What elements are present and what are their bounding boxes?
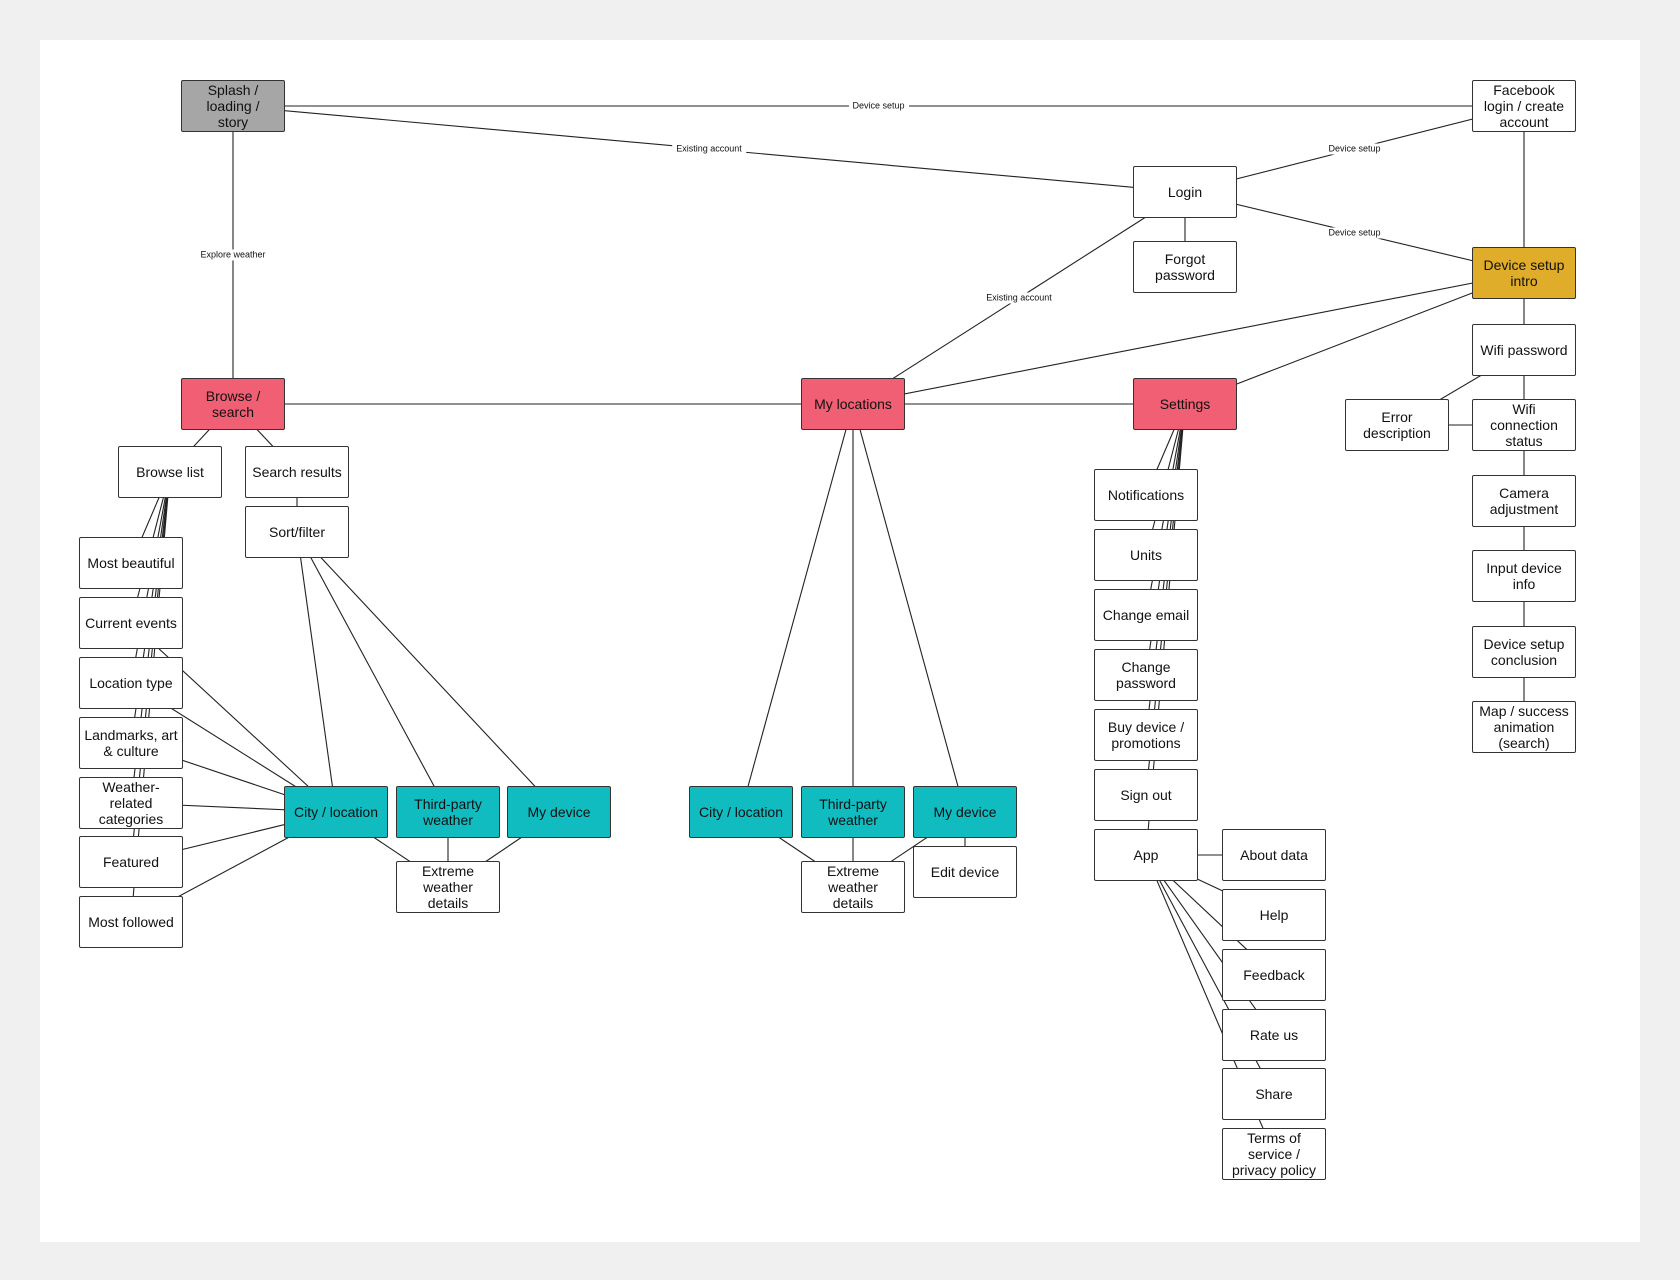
edge-sort-filter-to-mydevice-a [296,531,560,813]
node-third-b[interactable]: Third-party weather [801,786,905,838]
node-edit-device[interactable]: Edit device [913,846,1017,898]
node-city-b[interactable]: City / location [689,786,793,838]
node-settings[interactable]: Settings [1133,378,1237,430]
node-most-followed[interactable]: Most followed [79,896,183,948]
edge-sort-filter-to-city-a [296,531,337,813]
node-my-locations[interactable]: My locations [801,378,905,430]
edge-sort-filter-to-third-a [296,531,449,813]
node-forgot[interactable]: Forgot password [1133,241,1237,293]
diagram-canvas: Splash / loading / story Facebook login … [40,40,1640,1242]
edge-device-intro-to-settings [1184,272,1525,405]
node-login[interactable]: Login [1133,166,1237,218]
node-map-success[interactable]: Map / success animation (search) [1472,701,1576,753]
node-change-email[interactable]: Change email [1094,589,1198,641]
node-city-a[interactable]: City / location [284,786,388,838]
edge-device-intro-to-my-locations [852,272,1525,405]
node-terms[interactable]: Terms of service / privacy policy [1222,1128,1326,1180]
node-rate-us[interactable]: Rate us [1222,1009,1326,1061]
edge-label: Device setup [848,100,909,112]
node-extreme-a[interactable]: Extreme weather details [396,861,500,913]
node-about-data[interactable]: About data [1222,829,1326,881]
node-share[interactable]: Share [1222,1068,1326,1120]
node-help[interactable]: Help [1222,889,1326,941]
node-extreme-b[interactable]: Extreme weather details [801,861,905,913]
node-facebook[interactable]: Facebook login / create account [1472,80,1576,132]
edge-label: Device setup [1324,143,1385,155]
node-splash[interactable]: Splash / loading / story [181,80,285,132]
node-app[interactable]: App [1094,829,1198,881]
node-wifi-password[interactable]: Wifi password [1472,324,1576,376]
edge-label: Device setup [1324,227,1385,238]
node-browse[interactable]: Browse / search [181,378,285,430]
node-browse-list[interactable]: Browse list [118,446,222,498]
node-sort-filter[interactable]: Sort/filter [245,506,349,558]
node-weather-cats[interactable]: Weather- related categories [79,777,183,829]
connector-layer [130,105,1525,1155]
edge-label: Explore weather [196,249,270,261]
node-sign-out[interactable]: Sign out [1094,769,1198,821]
node-third-a[interactable]: Third-party weather [396,786,500,838]
node-setup-conclusion[interactable]: Device setup conclusion [1472,626,1576,678]
node-most-beautiful[interactable]: Most beautiful [79,537,183,589]
node-wifi-status[interactable]: Wifi connection status [1472,399,1576,451]
edge-current-events-to-city-a [130,622,337,813]
node-current-events[interactable]: Current events [79,597,183,649]
node-location-type[interactable]: Location type [79,657,183,709]
edge-my-locations-to-mydevice-b [852,403,966,813]
node-buy-device[interactable]: Buy device / promotions [1094,709,1198,761]
node-camera[interactable]: Camera adjustment [1472,475,1576,527]
node-featured[interactable]: Featured [79,836,183,888]
node-notifications[interactable]: Notifications [1094,469,1198,521]
edge-app-to-rate-us [1145,854,1275,1036]
node-change-password[interactable]: Change password [1094,649,1198,701]
node-mydevice-a[interactable]: My device [507,786,611,838]
node-units[interactable]: Units [1094,529,1198,581]
node-landmarks[interactable]: Landmarks, art & culture [79,717,183,769]
node-search-results[interactable]: Search results [245,446,349,498]
edge-label: Existing account [982,292,1056,304]
node-error-desc[interactable]: Error description [1345,399,1449,451]
edge-my-locations-to-city-b [740,403,854,813]
node-input-device[interactable]: Input device info [1472,550,1576,602]
node-device-intro[interactable]: Device setup intro [1472,247,1576,299]
node-mydevice-b[interactable]: My device [913,786,1017,838]
edge-label: Existing account [672,143,746,155]
node-feedback[interactable]: Feedback [1222,949,1326,1001]
